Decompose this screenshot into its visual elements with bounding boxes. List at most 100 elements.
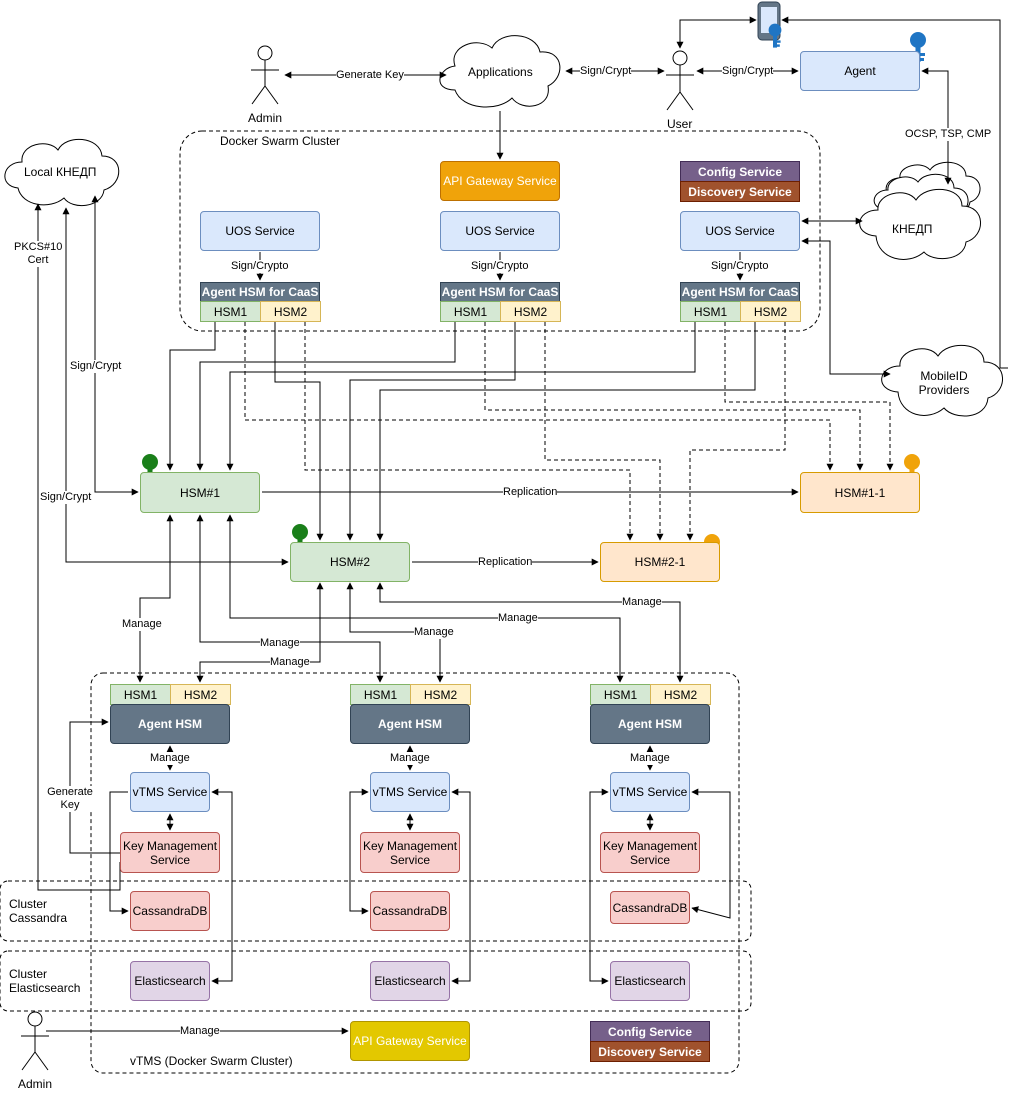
agent-hsm-1: Agent HSM [110, 704, 230, 744]
config-service-bottom: Config Service [590, 1021, 710, 1042]
edge-vtms3-elastic [589, 788, 609, 985]
label-manage-b: Manage [260, 637, 300, 650]
elasticsearch-1: Elasticsearch [130, 961, 210, 1001]
label-ocsp: OCSP, TSP, CMP [905, 128, 992, 141]
key-mgmt-1: Key Management Service [120, 832, 220, 873]
edge-c3-hsm2 [376, 322, 756, 541]
elasticsearch-2: Elasticsearch [370, 961, 450, 1001]
uos-service-1: UOS Service [200, 211, 320, 251]
label-sign-crypt-apps: Sign/Crypt [580, 65, 632, 78]
dash-c3-hsm2-1 [686, 322, 786, 541]
mobileid-label: MobileID Providers [918, 369, 970, 397]
edge-c2-hsm2 [346, 322, 516, 541]
v1-hsm2-slot: HSM2 [170, 684, 231, 705]
edge-uos-mobileid [801, 237, 891, 378]
admin-top-figure [251, 45, 279, 105]
v3-hsm2-slot: HSM2 [650, 684, 711, 705]
applications-label: Applications [468, 65, 533, 79]
user-label: User [667, 117, 693, 131]
label-sign-crypt-hsm2: Sign/Crypt [40, 491, 92, 504]
dash-c2-hsm2-1 [544, 322, 664, 541]
edge-c1-hsm1 [166, 322, 216, 471]
label-sign-crypt-local: Sign/Crypt [70, 360, 122, 373]
edge-vtms3-cassandra [691, 788, 731, 919]
label-manage-f: Manage [622, 596, 662, 609]
v2-hsm1-slot: HSM1 [350, 684, 411, 705]
label-manage-a: Manage [122, 618, 162, 631]
admin-bottom-figure [21, 1011, 49, 1071]
label-sign-crypto-1: Sign/Crypto [231, 260, 289, 273]
caas3-hsm2-slot: HSM2 [740, 301, 801, 322]
uos-service-2: UOS Service [440, 211, 560, 251]
local-kendp-cloud [4, 138, 120, 206]
hsm2-1-node: HSM#2-1 [600, 542, 720, 582]
uos-service-3: UOS Service [680, 211, 800, 251]
label-sign-crypto-3: Sign/Crypto [711, 260, 769, 273]
label-generate-key: Generate Key [336, 69, 404, 82]
hsm1-1-node: HSM#1-1 [800, 472, 920, 513]
vtms-service-2: vTMS Service [370, 772, 450, 812]
discovery-service-top: Discovery Service [680, 181, 800, 202]
v3-hsm1-slot: HSM1 [590, 684, 651, 705]
docker-swarm-label: Docker Swarm Cluster [220, 134, 341, 148]
label-replication-hsm1: Replication [503, 486, 558, 499]
cassandra-db-1: CassandraDB [130, 891, 210, 931]
caas1-hsm1-slot: HSM1 [200, 301, 261, 322]
hsm2-node: HSM#2 [290, 542, 410, 582]
label-sign-crypto-2: Sign/Crypto [471, 260, 529, 273]
vtms-service-3: vTMS Service [610, 772, 690, 812]
edge-local-hsm1 [91, 195, 139, 496]
edge-c3-hsm1 [226, 322, 696, 471]
kendp-label: КНЕДП [892, 222, 933, 236]
label-replication-hsm2: Replication [478, 556, 533, 569]
edge-vtms2-elastic [451, 788, 471, 985]
key-mgmt-3: Key Management Service [600, 832, 700, 873]
applications-cloud [439, 35, 561, 108]
label-generate-key-ml: Generate Key [45, 786, 95, 812]
dash-c2-hsm1-1 [484, 322, 864, 471]
edge-phone-mobileid [781, 16, 1008, 369]
cassandra-db-3: CassandraDB [610, 891, 690, 924]
caas3-hsm1-slot: HSM1 [680, 301, 741, 322]
local-kendp-label: Local КНЕДП [24, 165, 97, 179]
cassandra-cluster-label: Cluster Cassandra [9, 897, 68, 925]
elasticsearch-cluster-border [0, 950, 752, 1012]
cassandra-db-2: CassandraDB [370, 891, 450, 931]
agent-hsm-caas-1: Agent HSM for CaaS [200, 282, 320, 302]
edge-user-phone [676, 16, 757, 49]
caas2-hsm2-slot: HSM2 [500, 301, 561, 322]
edge-hsm2-manage-c [376, 582, 684, 683]
edge-c1-hsm2 [274, 322, 324, 541]
label-manage-c: Manage [270, 656, 310, 669]
label-pkcs: PKCS#10 Cert [14, 241, 63, 267]
label-manage-d: Manage [414, 626, 454, 639]
dash-c1-hsm1-1 [244, 322, 834, 471]
edge-vtms1-cassandra [109, 791, 129, 915]
edge-c2-hsm1 [196, 322, 456, 471]
user-figure [666, 50, 694, 111]
edge-hsm1-manage-a [136, 514, 174, 683]
label-manage-agent3: Manage [630, 752, 670, 765]
label-manage-admin: Manage [180, 1025, 220, 1038]
mobileid-cloud [881, 344, 1003, 417]
hsm1-node: HSM#1 [140, 472, 260, 513]
edge-pkcs [34, 203, 121, 891]
admin-top-label: Admin [248, 111, 283, 125]
elasticsearch-3: Elasticsearch [610, 961, 690, 1001]
api-gateway-bottom: API Gateway Service [350, 1021, 470, 1061]
label-sign-crypt-agent: Sign/Crypt [722, 65, 774, 78]
agent-box: Agent [800, 51, 920, 91]
dash-c3-hsm1-1 [724, 322, 894, 471]
label-manage-agent2: Manage [390, 752, 430, 765]
edge-hsm2-manage-a [196, 582, 324, 683]
v1-hsm1-slot: HSM1 [110, 684, 171, 705]
agent-hsm-2: Agent HSM [350, 704, 470, 744]
elasticsearch-cluster-label: Cluster Elasticsearch [9, 967, 81, 995]
api-gateway-top: API Gateway Service [440, 161, 560, 201]
discovery-service-bottom: Discovery Service [590, 1041, 710, 1062]
caas2-hsm1-slot: HSM1 [440, 301, 501, 322]
vtms-service-1: vTMS Service [130, 772, 210, 812]
label-manage-e: Manage [498, 612, 538, 625]
edge-vtms1-elastic [211, 788, 233, 985]
